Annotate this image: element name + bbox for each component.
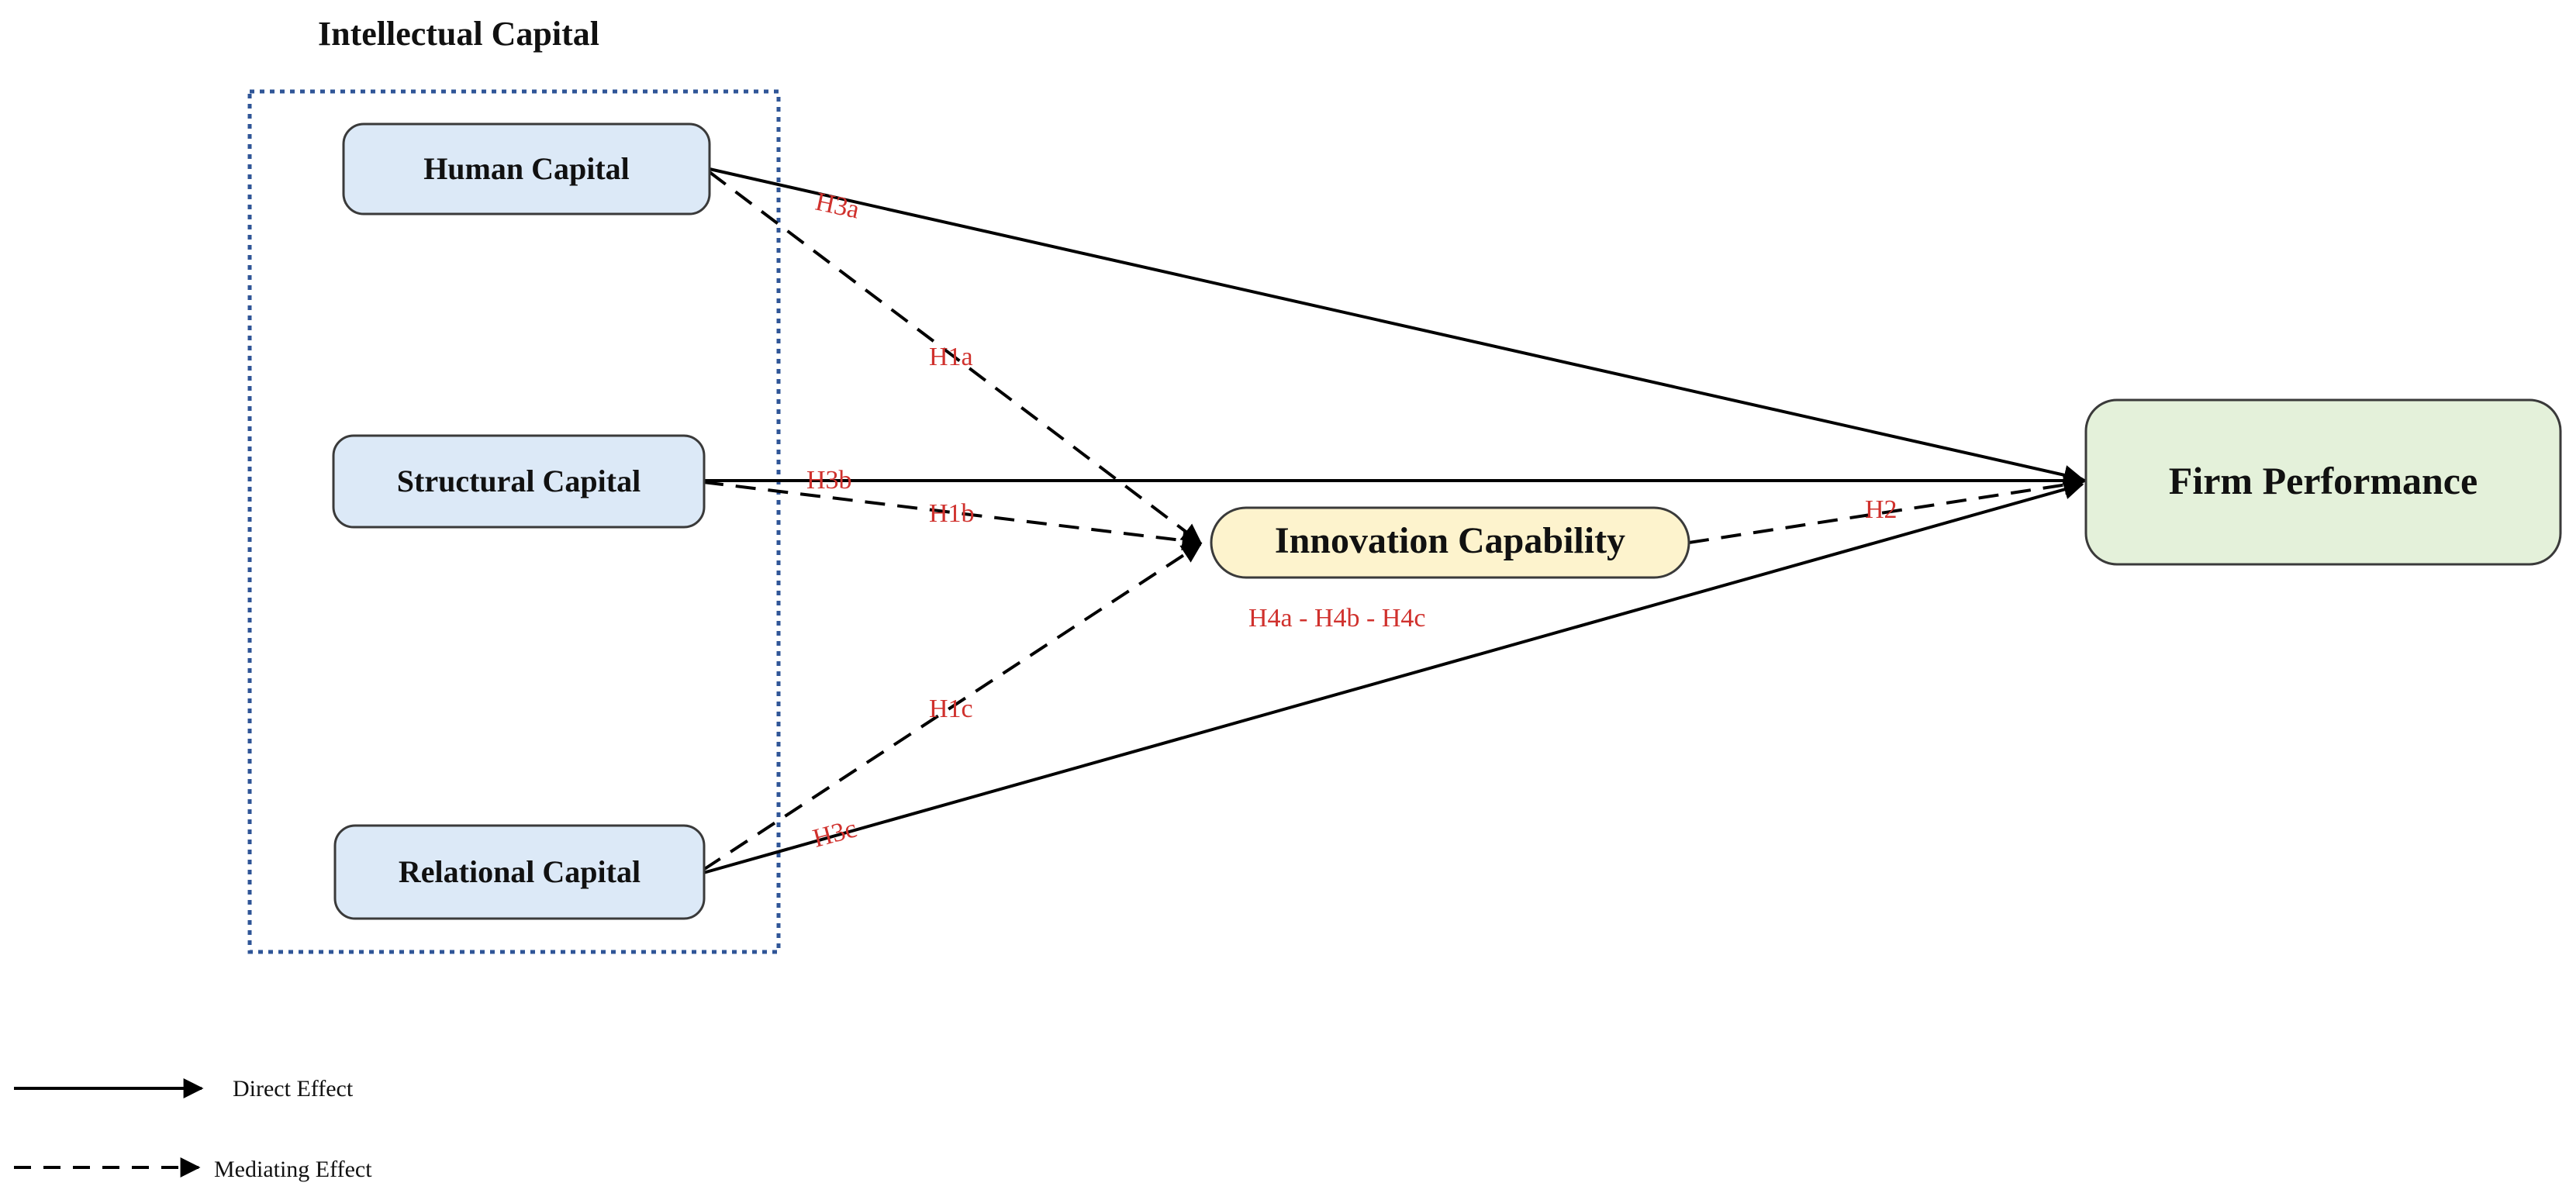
node-innovation-capability-label: Innovation Capability xyxy=(1275,520,1625,561)
node-innovation-capability: Innovation Capability xyxy=(1210,506,1690,579)
edge-h1c xyxy=(702,543,1203,871)
node-firm-performance-label: Firm Performance xyxy=(2169,459,2478,502)
node-structural-capital: Structural Capital xyxy=(332,434,706,529)
node-structural-capital-label: Structural Capital xyxy=(397,464,641,498)
edge-label-h3b: H3b xyxy=(806,466,852,495)
edge-h3c xyxy=(703,479,2084,874)
legend-mediating-label: Mediating Effect xyxy=(214,1157,372,1182)
edge-h1b xyxy=(703,481,1203,551)
edge-label-h4: H4a - H4b - H4c xyxy=(1248,604,1426,633)
legend: Direct Effect Mediating Effect xyxy=(14,1076,372,1182)
edge-h1a xyxy=(708,171,1203,544)
group-title: Intellectual Capital xyxy=(318,15,599,53)
node-relational-capital-label: Relational Capital xyxy=(399,854,641,889)
edge-label-h3a: H3a xyxy=(813,188,862,225)
node-human-capital-label: Human Capital xyxy=(423,151,630,186)
edge-h3a xyxy=(709,167,2084,485)
edge-label-h1b: H1b xyxy=(929,499,975,528)
edge-label-h1c: H1c xyxy=(929,695,973,723)
edge-label-h3c: H3c xyxy=(810,814,859,853)
node-relational-capital: Relational Capital xyxy=(333,824,706,920)
edge-label-h1a: H1a xyxy=(929,343,973,371)
edge-label-h2: H2 xyxy=(1865,495,1897,524)
legend-direct-label: Direct Effect xyxy=(233,1076,354,1102)
intellectual-capital-group xyxy=(247,89,781,954)
edge-h2 xyxy=(1688,474,2084,544)
node-human-capital: Human Capital xyxy=(342,122,711,215)
node-firm-performance: Firm Performance xyxy=(2084,398,2562,566)
